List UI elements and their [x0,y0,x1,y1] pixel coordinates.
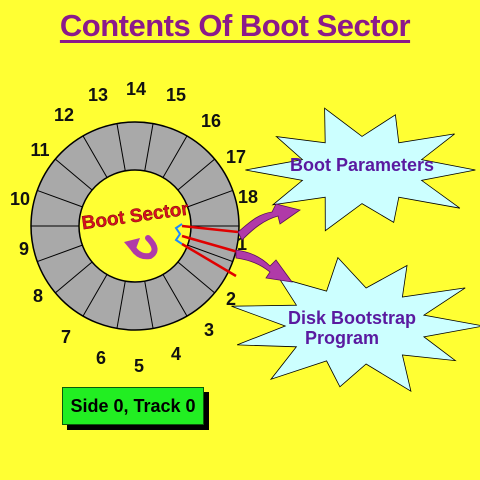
sector-divider [116,123,126,171]
sector-number-13: 13 [88,85,108,105]
disk-track-ring [30,121,240,331]
sector-number-4: 4 [171,344,181,364]
track-label-box: Side 0, Track 0 [62,387,204,425]
sector-number-11: 11 [30,140,49,160]
sector-number-9: 9 [19,239,29,259]
boot-sector-bracket [174,223,183,245]
sector-number-10: 10 [10,189,30,209]
sector-divider [177,261,215,294]
sector-divider [187,189,233,208]
sector-number-1: 1 [237,234,247,254]
curved-arrow-head-icon [124,238,140,254]
sector-divider [144,123,154,171]
sector-divider [82,135,108,178]
sector-divider [116,281,126,329]
sector-divider [162,135,188,178]
track-label: Side 0, Track 0 [70,396,196,416]
sector-divider [37,189,83,208]
sector-number-3: 3 [204,320,214,340]
sector-number-17: 17 [226,147,246,167]
pointer-line-middle [181,234,239,254]
sector-divider [144,281,154,329]
sector-divider [162,274,188,317]
sector-number-14: 14 [126,79,146,99]
sector-number-12: 12 [54,105,74,125]
program-label: Program [305,328,379,348]
boot-parameters-label: Boot Parameters [290,155,434,175]
sector-divider [55,158,93,191]
disk-bootstrap-starburst [231,256,480,393]
curved-arrow-icon [129,235,158,260]
sector-number-7: 7 [61,327,71,347]
arrow-to-boot-parameters [237,203,301,241]
sector-divider [55,261,93,294]
sector-number-18: 18 [238,187,258,207]
sector-divider [37,244,83,263]
sector-number-15: 15 [166,85,186,105]
sector-number-6: 6 [96,348,106,368]
pointer-line-top [181,224,239,234]
sector-divider [187,244,233,263]
boot-parameters-starburst [245,107,476,232]
sector-number-8: 8 [33,286,43,306]
pointer-line-bottom [181,242,237,278]
arrow-to-disk-bootstrap [235,249,293,283]
sector-divider [177,158,215,191]
disk-bootstrap-label: Disk Bootstrap [288,308,416,328]
sector-number-2: 2 [226,289,236,309]
sector-number-16: 16 [201,111,221,131]
sector-number-5: 5 [134,356,144,376]
sector-divider [82,274,108,317]
page-title: Contents Of Boot Sector [59,8,411,43]
